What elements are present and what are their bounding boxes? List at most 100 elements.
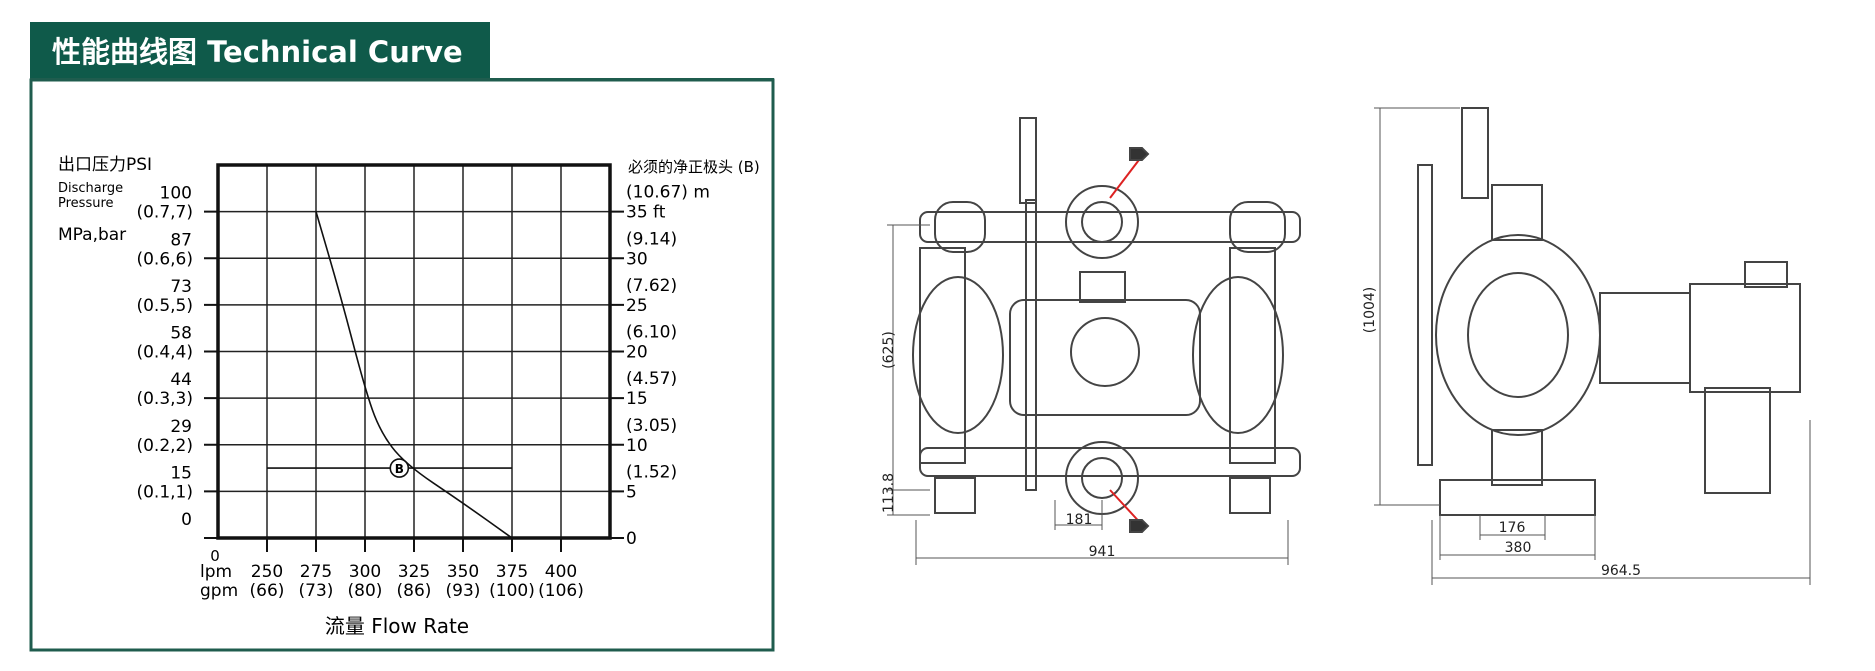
y-right-tick-label-m: (4.57)	[626, 369, 677, 389]
x-tick-label-gpm: (93)	[446, 581, 481, 601]
y-right-tick-label-ft: 25	[626, 296, 648, 316]
page-title: 性能曲线图 Technical Curve	[52, 35, 463, 69]
y-right-tick-label-m: (7.62)	[626, 276, 677, 296]
y-left-tick-label-mpa: (0.4,4)	[136, 343, 193, 363]
front-top-flange-bore	[1081, 201, 1123, 243]
front-air-valve	[1019, 117, 1037, 204]
front-top-manifold	[919, 211, 1301, 243]
x-row-label-lpm: lpm	[200, 562, 232, 582]
y-left-tick-label-psi: 0	[181, 510, 192, 530]
x-tick-label-gpm: (106)	[538, 581, 584, 601]
y-left-tick-label-psi: 15	[170, 463, 192, 483]
side-air-pipe	[1417, 164, 1433, 466]
y-left-label-line-3: Pressure	[58, 196, 114, 211]
y-left-tick-label-mpa: (0.6,6)	[136, 249, 193, 269]
y-left-tick-label-mpa: (0.3,3)	[136, 389, 193, 409]
x-tick-label-lpm: 375	[496, 562, 528, 582]
npsh-marker-label: B	[395, 462, 404, 476]
npsh-marker	[389, 458, 410, 478]
pump-side-view-drawing	[1374, 107, 1811, 585]
front-dim-inlet: 181	[1066, 512, 1093, 528]
front-right-chamber	[1192, 276, 1284, 434]
side-pump-chamber	[1435, 234, 1601, 436]
side-pump-chamber-inner	[1467, 272, 1569, 398]
y-left-tick-label-mpa: (0.2,2)	[136, 436, 193, 456]
y-left-label-line-2: Discharge	[58, 181, 123, 196]
front-center-port	[1070, 317, 1140, 387]
y-right-tick-label-ft: 30	[626, 249, 648, 269]
x-tick-label-lpm: 300	[349, 562, 381, 582]
chart: 出口压力PSI Discharge Pressure MPa,bar 必须的净正…	[58, 155, 760, 638]
x-tick-label-lpm: 275	[300, 562, 332, 582]
side-base-plate	[1439, 479, 1596, 516]
x-tick-label-lpm: 250	[251, 562, 283, 582]
y-right-tick-label-ft: 35 ft	[626, 203, 666, 223]
side-gearbox	[1599, 292, 1691, 384]
y-right-tick-label-m: (3.05)	[626, 416, 677, 436]
chart-frame	[29, 78, 775, 652]
y-right-tick-label-ft: 10	[626, 436, 648, 456]
x-tick-label-lpm: 325	[398, 562, 430, 582]
y-left-label-line-4: MPa,bar	[58, 225, 126, 245]
front-top-flange	[1065, 185, 1139, 259]
side-dimension-labels: (1004) 176 380 964.5	[1362, 287, 1641, 579]
y-right-tick-label-m: (6.10)	[626, 323, 677, 343]
x-tick-label-gpm: (86)	[397, 581, 432, 601]
side-motor-box	[1744, 261, 1788, 288]
y-right-tick-label-m: (10.67) m	[626, 183, 710, 203]
pump-front-view-drawing	[887, 117, 1301, 565]
x-tick-label-gpm: (80)	[348, 581, 383, 601]
side-top-port	[1491, 184, 1543, 241]
side-dim-base: 380	[1505, 540, 1532, 556]
pressure-curve	[315, 211, 513, 539]
y-left-tick-label-psi: 100	[160, 184, 192, 204]
y-left-label-line-1: 出口压力PSI	[58, 155, 152, 175]
front-air-pipe	[1025, 199, 1037, 491]
front-center-cap	[1079, 271, 1126, 303]
y-right-tick-label-ft: 5	[626, 482, 637, 502]
side-motor-stand	[1704, 387, 1771, 494]
side-bottom-port	[1491, 429, 1543, 486]
side-dim-length: 964.5	[1601, 563, 1641, 579]
front-dim-base: 113.8	[881, 473, 897, 513]
side-dim-inlet: 176	[1499, 520, 1526, 536]
front-bottom-flange-bore	[1081, 457, 1123, 499]
y-left-tick-label-mpa: (0.5,5)	[136, 296, 193, 316]
y-right-tick-label-ft: 20	[626, 343, 648, 363]
x-tick-label-gpm: (100)	[489, 581, 535, 601]
y-left-tick-label-mpa: (0.1,1)	[136, 482, 193, 502]
front-top-elbow-left	[934, 201, 986, 253]
x-axis-title: 流量 Flow Rate	[325, 614, 469, 638]
x-zero-label: 0	[210, 547, 220, 565]
side-dim-height: (1004)	[1362, 287, 1378, 334]
side-dimension-lines	[1374, 107, 1811, 585]
front-dim-width: 941	[1089, 544, 1116, 560]
y-left-tick-label-psi: 29	[170, 417, 192, 437]
front-left-chamber	[912, 276, 1004, 434]
y-left-tick-label-psi: 87	[170, 230, 192, 250]
front-bottom-manifold	[919, 447, 1301, 477]
y-left-tick-label-mpa: (0.7,7)	[136, 203, 193, 223]
front-inlet-marker	[1129, 519, 1150, 533]
side-motor	[1689, 283, 1801, 393]
front-dimension-lines	[887, 224, 1289, 565]
front-left-block	[919, 247, 966, 464]
front-center-body	[1009, 299, 1201, 416]
front-outlet-marker	[1129, 147, 1150, 161]
front-dim-height: (625)	[881, 331, 897, 369]
y-right-label: 必须的净正极头 (B)	[628, 158, 760, 176]
y-right-tick-label-m: (9.14)	[626, 229, 677, 249]
header-banner	[30, 22, 490, 80]
y-right-tick-label-ft: 0	[626, 529, 637, 549]
front-dimension-labels: (625) 113.8 181 941	[881, 331, 1115, 560]
front-foot-left	[934, 477, 976, 514]
header: 性能曲线图 Technical Curve	[30, 22, 774, 81]
y-right-tick-label-m: (1.52)	[626, 462, 677, 482]
side-air-valve	[1461, 107, 1489, 199]
front-top-elbow-right	[1229, 201, 1286, 253]
x-tick-label-lpm: 400	[545, 562, 577, 582]
x-row-label-gpm: gpm	[200, 581, 238, 601]
x-tick-label-gpm: (73)	[299, 581, 334, 601]
x-tick-label-lpm: 350	[447, 562, 479, 582]
